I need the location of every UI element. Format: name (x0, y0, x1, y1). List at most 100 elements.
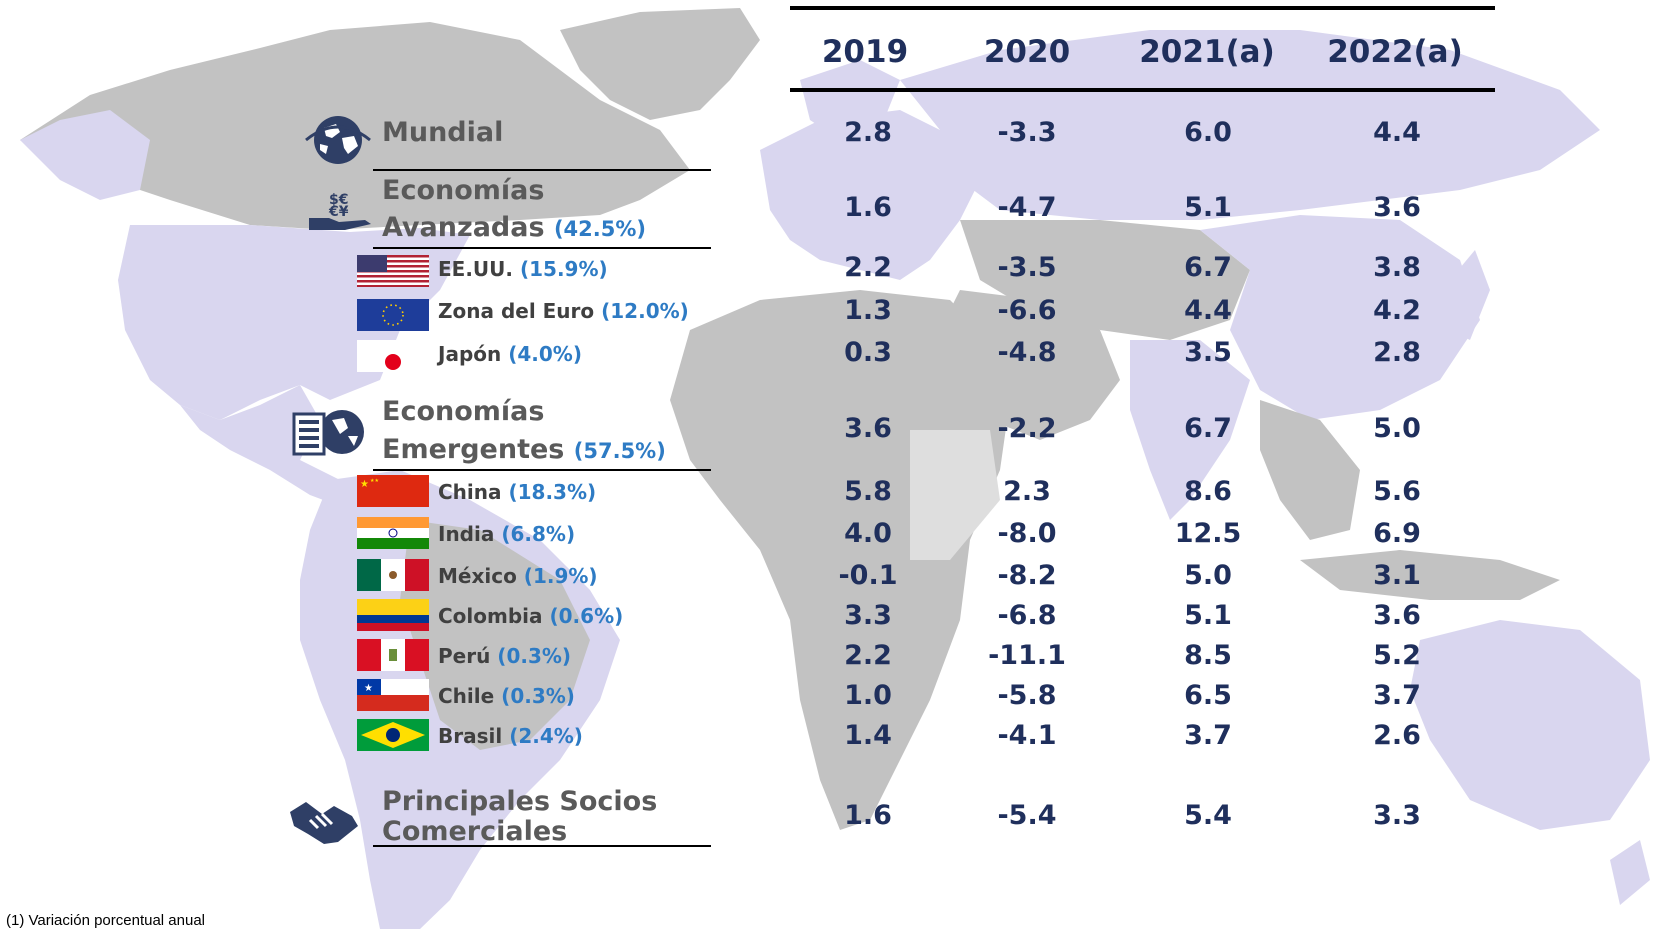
share-eeuu: (15.9%) (519, 257, 608, 281)
share-chile: (0.3%) (501, 684, 575, 708)
value-china-2021: 8.6 (1184, 476, 1232, 507)
value-chile-2022: 3.7 (1373, 680, 1421, 711)
row-label-india: India (6.8%) (438, 522, 576, 546)
value-peru-2021: 8.5 (1184, 640, 1232, 671)
value-avanzadas-2022: 3.6 (1373, 192, 1421, 223)
share-india: (6.8%) (501, 522, 576, 546)
map-scandinavia (800, 60, 900, 140)
row-label-avanzadas-line2: Avanzadas (42.5%) (382, 212, 646, 243)
value-socios-2021: 5.4 (1184, 800, 1232, 831)
value-socios-2020: -5.4 (997, 800, 1057, 831)
value-eeuu-2020: -3.5 (997, 252, 1057, 283)
value-emergentes-2019: 3.6 (844, 413, 892, 444)
row-label-socios-line2: Comerciales (382, 816, 568, 847)
mexico-flag-icon (357, 559, 429, 591)
value-india-2022: 6.9 (1373, 518, 1421, 549)
share-brasil: (2.4%) (509, 724, 583, 748)
handshake-icon (290, 802, 358, 844)
separator-socios (373, 845, 711, 847)
value-avanzadas-2019: 1.6 (844, 192, 892, 223)
value-euro-2022: 4.2 (1373, 295, 1421, 326)
money-hand-icon: $€ €¥ (309, 192, 371, 230)
value-mundial-2022: 4.4 (1373, 117, 1421, 148)
map-africa (670, 290, 1010, 830)
map-australia (1410, 620, 1650, 830)
value-colombia-2021: 5.1 (1184, 600, 1232, 631)
col-header-2021: 2021(a) (1139, 34, 1275, 70)
svg-text:★: ★ (364, 683, 373, 694)
row-label-socios-line1: Principales Socios (382, 786, 658, 817)
row-label-colombia: Colombia (0.6%) (438, 604, 624, 628)
value-avanzadas-2021: 5.1 (1184, 192, 1232, 223)
col-header-2020: 2020 (983, 34, 1071, 70)
value-socios-2022: 3.3 (1373, 800, 1421, 831)
value-emergentes-2021: 6.7 (1184, 413, 1232, 444)
value-chile-2020: -5.8 (997, 680, 1057, 711)
map-se-asia (1260, 400, 1360, 540)
value-mexico-2022: 3.1 (1373, 560, 1421, 591)
row-label-chile: Chile (0.3%) (438, 684, 575, 708)
value-emergentes-2022: 5.0 (1373, 413, 1421, 444)
share-peru: (0.3%) (497, 644, 572, 668)
share-avanzadas: (42.5%) (553, 217, 646, 241)
value-peru-2019: 2.2 (844, 640, 892, 671)
value-china-2019: 5.8 (844, 476, 892, 507)
row-label-eeuu: EE.UU. (15.9%) (438, 257, 608, 281)
colombia-flag-icon (357, 599, 429, 631)
svg-text:$€: $€ (329, 192, 348, 208)
value-eeuu-2021: 6.7 (1184, 252, 1232, 283)
value-eeuu-2019: 2.2 (844, 252, 892, 283)
value-india-2021: 12.5 (1174, 518, 1242, 549)
svg-text:€¥: €¥ (328, 204, 349, 220)
value-japon-2022: 2.8 (1373, 337, 1421, 368)
share-emergentes: (57.5%) (573, 439, 666, 463)
svg-text:★★: ★★ (370, 478, 379, 484)
india-flag-icon (357, 517, 429, 549)
map-china (1200, 215, 1480, 420)
value-mundial-2019: 2.8 (844, 117, 892, 148)
row-label-brasil: Brasil (2.4%) (438, 724, 583, 748)
building-globe-icon (292, 410, 364, 456)
value-chile-2021: 6.5 (1184, 680, 1232, 711)
map-mexico-ca (180, 385, 370, 510)
row-label-japon: Japón (4.0%) (438, 342, 582, 366)
globe-icon (305, 116, 371, 164)
value-colombia-2019: 3.3 (844, 600, 892, 631)
value-mexico-2020: -8.2 (997, 560, 1057, 591)
svg-text:★: ★ (360, 479, 369, 490)
value-japon-2019: 0.3 (844, 337, 892, 368)
share-japon: (4.0%) (508, 342, 582, 366)
map-india (1130, 340, 1250, 520)
value-chile-2019: 1.0 (844, 680, 892, 711)
value-india-2019: 4.0 (844, 518, 892, 549)
col-header-2022: 2022(a) (1327, 34, 1463, 70)
value-mundial-2020: -3.3 (997, 117, 1057, 148)
value-china-2022: 5.6 (1373, 476, 1421, 507)
value-emergentes-2020: -2.2 (997, 413, 1057, 444)
value-brasil-2019: 1.4 (844, 720, 892, 751)
map-japan (1450, 250, 1490, 340)
japan-flag-icon (357, 340, 429, 372)
row-label-emergentes-line2: Emergentes (57.5%) (382, 434, 666, 465)
value-china-2020: 2.3 (1003, 476, 1051, 507)
value-eeuu-2022: 3.8 (1373, 252, 1421, 283)
header-top-rule (790, 6, 1495, 10)
separator-mundial (373, 169, 711, 171)
row-label-euro: Zona del Euro (12.0%) (438, 299, 689, 323)
value-socios-2019: 1.6 (844, 800, 892, 831)
row-label-mexico: México (1.9%) (438, 564, 598, 588)
value-euro-2020: -6.6 (997, 295, 1057, 326)
value-japon-2021: 3.5 (1184, 337, 1232, 368)
map-russia (900, 30, 1600, 220)
map-sudan-light (910, 430, 1000, 560)
map-europe (760, 110, 980, 280)
row-label-china: China (18.3%) (438, 480, 597, 504)
value-colombia-2020: -6.8 (997, 600, 1057, 631)
map-brazil-grey (400, 520, 590, 750)
value-mundial-2021: 6.0 (1184, 117, 1232, 148)
value-mexico-2019: -0.1 (838, 560, 898, 591)
peru-flag-icon (357, 639, 429, 671)
row-label-mundial: Mundial (382, 117, 504, 148)
usa-flag-icon (357, 255, 429, 287)
